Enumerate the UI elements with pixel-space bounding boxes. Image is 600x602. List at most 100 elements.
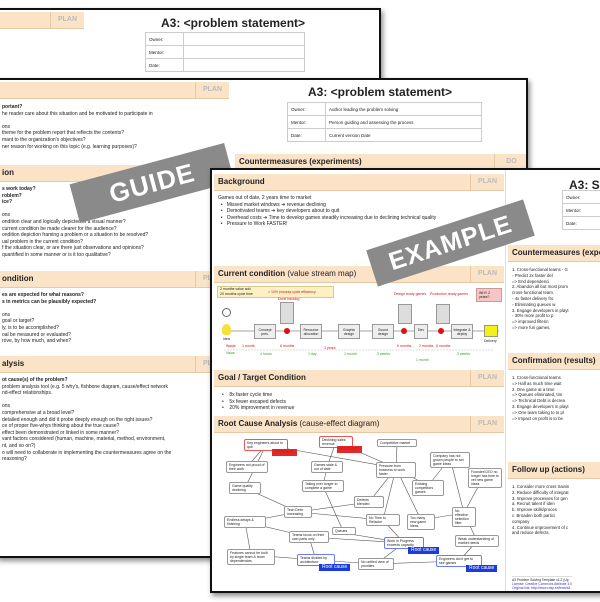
- text-line: rove, by how much, and when?: [2, 338, 72, 345]
- text-line: 1. Cross-functional teams: [512, 375, 561, 380]
- text-line: ons: [2, 212, 11, 219]
- text-line: ondition depiction framing a problem or …: [2, 232, 149, 239]
- cause-node: Taking ever longer to complete a game: [302, 480, 344, 492]
- cause-node: No effective selection filter: [452, 507, 476, 527]
- do-tag: DO: [494, 154, 526, 170]
- background-bullet: • Pressure to Work FASTER!: [218, 221, 288, 228]
- delay-time: 6 months: [436, 344, 451, 348]
- bullet-text: Overhead costs ➔ Time to develop games s…: [226, 214, 437, 221]
- text-line: oal be measured or evaluated?: [2, 331, 71, 338]
- text-line: [2, 117, 153, 124]
- cause-node: Defects blended: [354, 496, 384, 508]
- cause-node: Founder/CEO no longer has time to vet ne…: [468, 468, 502, 488]
- cause-node: Key engineers about to quit: [244, 439, 288, 451]
- text-line: 1. Cross-functional teams - G: [512, 267, 568, 272]
- rca-header: Root Cause Analysis (cause-effect diagra…: [214, 416, 504, 433]
- cause-node: Work in Progress exceeds capacity: [384, 537, 424, 549]
- delivery-label: Delivery: [484, 339, 497, 343]
- plan-tag: PLAN: [470, 174, 504, 190]
- text-line: company: [512, 518, 530, 524]
- delivery-box-icon: [484, 325, 498, 337]
- value-stream-map: 2 months value add 20 months cycle time …: [214, 284, 504, 370]
- text-line: o will need to collaborate in implementi…: [2, 449, 172, 456]
- queue-stack-icon: [436, 304, 450, 324]
- text-line: a. Recruit talent if iden: [512, 501, 555, 507]
- footer-original-link[interactable]: Original link: http://www.crisp.se/lean/…: [512, 586, 571, 591]
- text-line: reasoning?: [2, 456, 27, 463]
- background-guide-text: portant?he reader care about this situat…: [2, 104, 153, 150]
- value-time: 1 month: [344, 352, 357, 356]
- text-line: ◦ 4x faster delivery fro: [512, 295, 554, 301]
- text-line: => Half as much time wait: [512, 380, 562, 386]
- rca-header: alysisPLAN: [0, 356, 229, 373]
- text-line: => Queues eliminated, tim: [512, 392, 563, 398]
- bullet-text: Pressure to Work FASTER!: [226, 221, 288, 228]
- background-bullet: • Demotivated teams ➔ key developers abo…: [218, 208, 340, 215]
- value-time: 3 weeks: [377, 352, 390, 356]
- root-cause-badge: Root cause: [466, 565, 498, 572]
- current-condition-title: ion: [2, 168, 14, 177]
- cause-node: No Time to Refactor: [366, 514, 400, 526]
- cause-node: Pressure from business to work faster: [376, 462, 416, 478]
- bullet-text: Demotivated teams ➔ key developers about…: [226, 208, 340, 215]
- date-label: Date:: [145, 58, 184, 72]
- efficiency-box: 2 months value add 20 months cycle time …: [217, 286, 334, 298]
- delay-time: 1 month: [242, 344, 255, 348]
- text-line: 2. Abandon all but most prom: [512, 284, 568, 290]
- text-line: mant to the organization's objectives?: [2, 136, 86, 143]
- plan-tag: PLAN: [470, 416, 504, 432]
- text-line: 2. Reduce difficulty of integrat: [512, 489, 569, 495]
- value-time: 1 day: [308, 352, 317, 356]
- queue-label: Production ready games: [430, 292, 468, 296]
- cause-node: Declining sales revenue: [319, 436, 353, 448]
- cause-node: Teams divided by architecture: [297, 554, 335, 566]
- root-cause-badge: Root cause: [408, 547, 440, 554]
- rca-subtitle: (cause-effect diagram): [299, 419, 380, 428]
- text-line: and reduce defects.: [512, 530, 550, 536]
- back-template-sheet: PLAN A3: <problem statement> Owner: Ment…: [0, 8, 381, 98]
- meta-table: Owner: Mentor: Date:: [562, 190, 600, 230]
- goal-item: • 8x faster cycle time: [222, 392, 273, 398]
- background-text: Games out of date, 2 years time to marke…: [218, 195, 436, 228]
- idea-bulb-icon: [222, 324, 231, 335]
- text-line: => One team taking to to pl: [512, 409, 564, 415]
- text-line: f the situation clear, or are there just…: [2, 245, 144, 252]
- plan-tag: PLAN: [195, 82, 229, 98]
- process-step: Sound design: [372, 324, 394, 339]
- text-line: he reader care about this situation and …: [2, 110, 153, 117]
- footer: A3 Problem Solving Template v1.2 (Up Lic…: [512, 576, 572, 591]
- goal-title: ondition: [2, 274, 34, 283]
- goal-text: 5x fewer escaped defects: [229, 398, 287, 405]
- footer-license-link[interactable]: License: Creative Commons Attribute 3.0: [512, 582, 572, 587]
- text-line: portant?: [2, 104, 23, 110]
- efficiency-result: = 10% process cycle efficiency: [268, 290, 316, 294]
- text-line: ice?: [2, 199, 13, 206]
- mentor-value: Person guiding and assessing the process: [325, 115, 482, 129]
- text-line: ◦ 30% more profit to p: [512, 313, 554, 319]
- goal-item: • 20% improvement in revenue: [222, 405, 295, 412]
- footer-template-version: A3 Problem Solving Template v1.2 (Up: [512, 578, 569, 582]
- text-line: => End dependenci: [512, 278, 550, 284]
- idea-label: Idea: [223, 337, 230, 341]
- text-line: ondition clear and logically depicted in…: [2, 218, 126, 225]
- sheet-title: A3: <problem statement>: [308, 85, 453, 99]
- queue-stack-icon: [280, 302, 294, 324]
- text-line: ◦ Predict 2x faster del: [512, 272, 553, 278]
- mentor-label: Mentor:: [145, 45, 184, 59]
- owner-value: [183, 32, 305, 46]
- text-line: ◦ Eliminating queues w: [512, 301, 556, 307]
- countermeasures-title: Countermeasures (experiments): [239, 157, 362, 166]
- text-line: 4. Continue improvement of c: [512, 524, 569, 530]
- text-line: ons: [2, 311, 11, 318]
- queue-marker: [401, 328, 407, 334]
- owner-label: Owner:: [287, 102, 326, 116]
- cause-node: Competitive market: [377, 439, 417, 447]
- why-speech-bubble: WHY 2 years?: [476, 288, 502, 302]
- rca-title: Root Cause Analysis: [218, 419, 298, 428]
- date-label: Date:: [562, 216, 600, 230]
- text-line: current condition be made clearer for th…: [2, 225, 117, 232]
- current-condition-header: Current condition (value stream map)PLAN: [214, 266, 504, 283]
